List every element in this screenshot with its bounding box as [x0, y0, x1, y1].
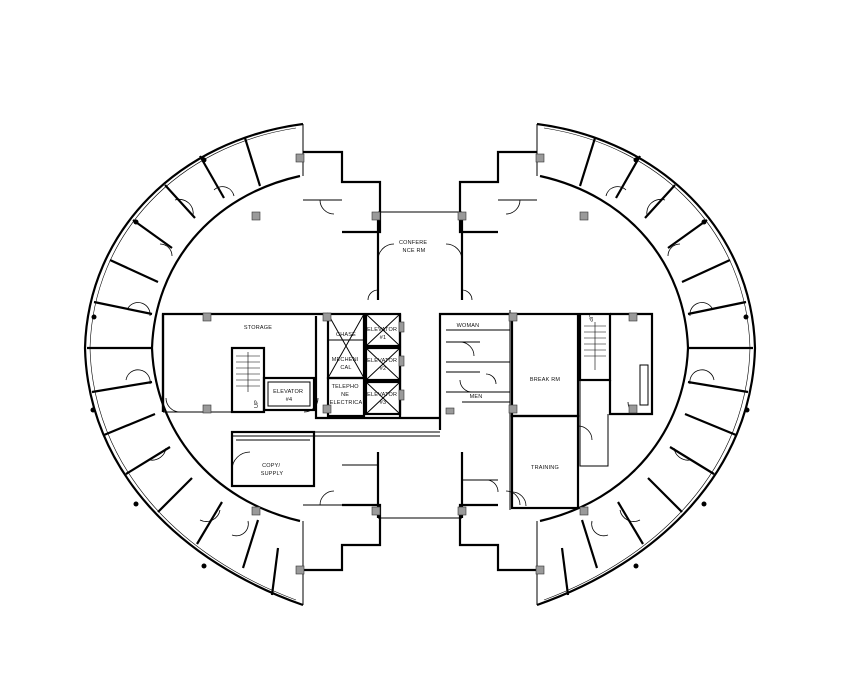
lower-core-walls [303, 452, 537, 572]
label-copy-supply: COPY/ SUPPLY [261, 463, 284, 477]
left-core-walls [161, 312, 440, 488]
label-telephone-electrical: TELEPHO NE ELECTRICA [330, 384, 363, 406]
label-elevator-4: ELEVATOR #4 [273, 389, 305, 403]
label-men-restroom: MEN [470, 394, 483, 400]
label-elevator-1: ELEVATOR #1 [367, 327, 399, 341]
label-mechanical: MECHENI CAL [332, 357, 361, 371]
label-storage: STORAGE [244, 325, 272, 331]
label-elevator-3: ELEVATOR #3 [367, 392, 399, 406]
label-conference-room: CONFERE NCE RM [399, 240, 429, 254]
label-elevator-2: ELEVATOR #2 [367, 358, 399, 372]
window-mullions [90, 157, 750, 569]
label-chase: CHASE [336, 332, 356, 338]
label-break-room: BREAK RM [530, 377, 561, 383]
upper-core-walls [303, 150, 537, 301]
left-stair [236, 352, 260, 392]
label-training: TRAINING [531, 465, 559, 471]
perimeter-offices-right [560, 137, 753, 596]
perimeter-offices-left [87, 137, 280, 596]
structural-columns [202, 153, 638, 575]
right-stair [584, 322, 606, 370]
label-woman-restroom: WOMAN [457, 323, 480, 329]
label-stair-left-up: UP [254, 400, 260, 408]
room-labels: CONFERE NCE RM STORAGE CHASE MECHENI CAL… [244, 240, 593, 477]
outer-wall-left [83, 122, 304, 607]
label-stair-right-up: UP [587, 314, 593, 322]
